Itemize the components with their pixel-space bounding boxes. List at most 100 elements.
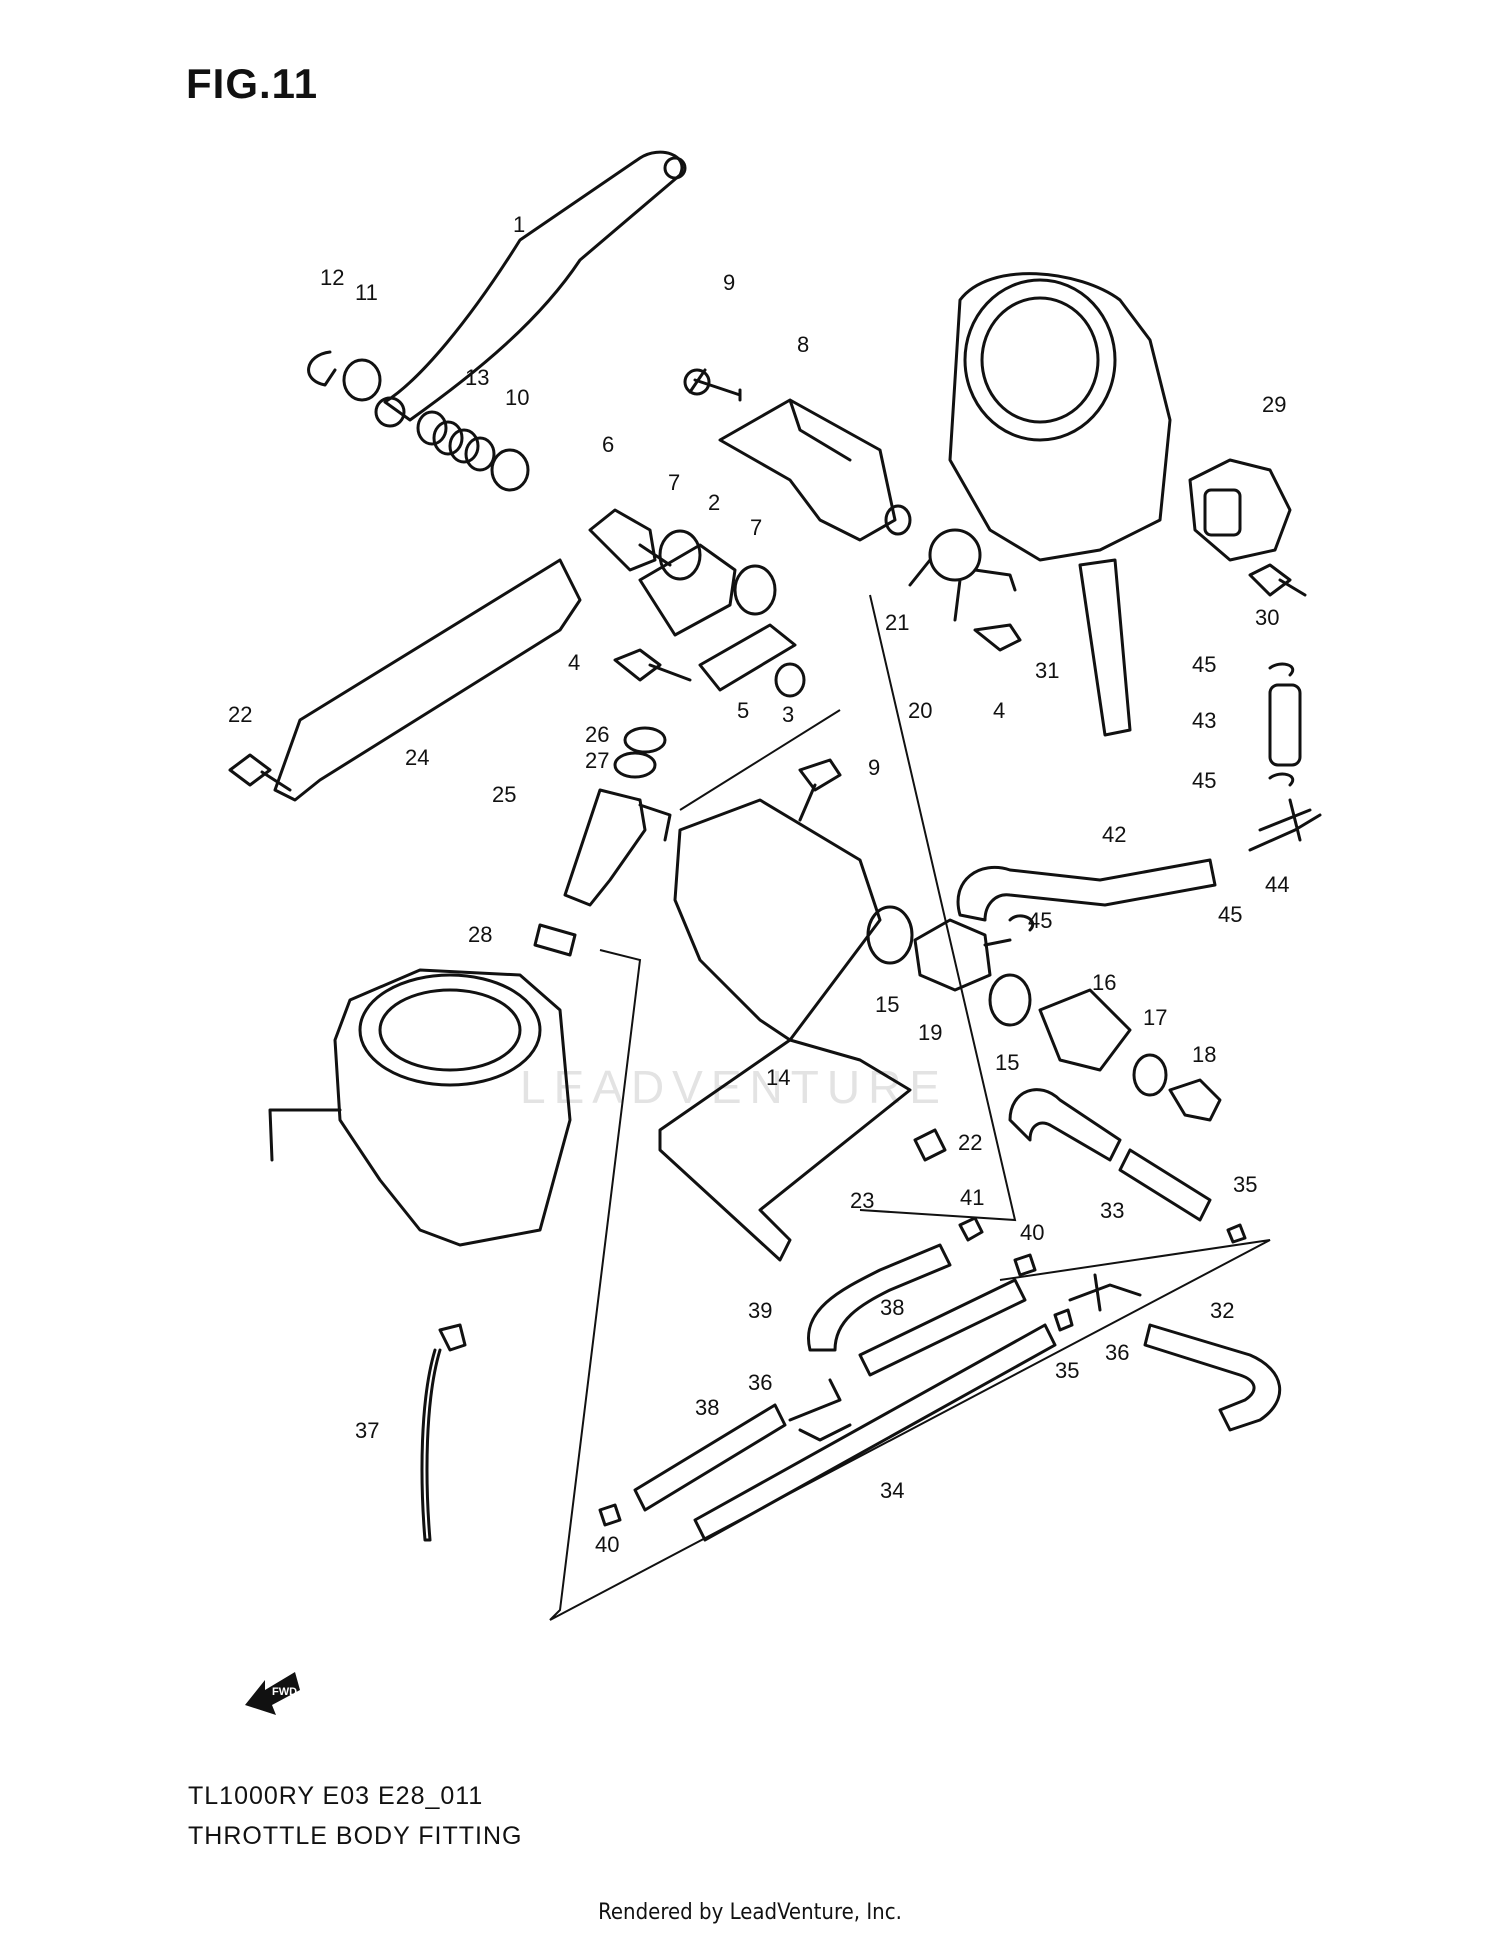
callout-1: 1: [513, 212, 525, 237]
part-bolt-22b: [913, 1128, 947, 1162]
part-bolt-18: [1168, 1078, 1222, 1122]
callout-12: 12: [320, 265, 344, 290]
part-bracket-8: [718, 398, 897, 542]
callout-8: 8: [797, 332, 809, 357]
callout-23: 23: [850, 1188, 874, 1213]
callout-15b: 15: [995, 1050, 1019, 1075]
part-hose-42: [956, 858, 1217, 922]
callout-26: 26: [585, 722, 609, 747]
callout-28: 28: [468, 922, 492, 947]
callout-41: 41: [960, 1185, 984, 1210]
callout-10: 10: [505, 385, 529, 410]
callout-42: 42: [1102, 822, 1126, 847]
part-seal-27: [613, 751, 657, 779]
callout-9a: 9: [723, 270, 735, 295]
part-bolt-4b: [973, 623, 1022, 652]
part-rod: [374, 150, 687, 428]
part-bolt-4a: [613, 648, 692, 682]
part-screw-30: [1248, 563, 1307, 597]
callout-3: 3: [782, 702, 794, 727]
part-plate-5: [698, 623, 797, 692]
callout-24: 24: [405, 745, 429, 770]
callout-6: 6: [602, 432, 614, 457]
part-throttle-body-upper: [948, 272, 1172, 562]
part-spring: [416, 410, 496, 472]
part-pressure-regulator: [908, 528, 1017, 622]
part-joint-41: [958, 1216, 984, 1242]
callout-25: 25: [492, 782, 516, 807]
callout-38a: 38: [880, 1295, 904, 1320]
part-cap-40a: [1013, 1253, 1037, 1277]
part-cap-35b: [1053, 1308, 1074, 1332]
part-delivery-pipe-14: [673, 798, 882, 1042]
part-washer-11: [342, 358, 382, 402]
callout-2: 2: [708, 490, 720, 515]
callout-4a: 4: [568, 650, 580, 675]
callout-39: 39: [748, 1298, 772, 1323]
part-bracket-23: [658, 1038, 912, 1262]
callout-13: 13: [465, 365, 489, 390]
callout-37: 37: [355, 1418, 379, 1443]
watermark: LEADVENTURE: [520, 1061, 948, 1113]
part-tie-37: [420, 1323, 467, 1542]
callout-45a: 45: [1192, 652, 1216, 677]
part-hose-34: [693, 1323, 1057, 1542]
frame-line-right: [859, 594, 1017, 1222]
callout-9b: 9: [868, 755, 880, 780]
callout-17: 17: [1143, 1005, 1167, 1030]
callout-22a: 22: [228, 702, 252, 727]
callout-34: 34: [880, 1478, 904, 1503]
part-bracket-24: [273, 558, 582, 802]
part-clip-45c: [1008, 914, 1034, 932]
part-hose-33: [1008, 1088, 1122, 1162]
part-hose-39: [807, 1243, 952, 1352]
part-throttle-body-lower: [268, 968, 572, 1247]
callout-14: 14: [766, 1065, 790, 1090]
callout-44: 44: [1265, 872, 1289, 897]
part-clip-45b: [1268, 772, 1294, 787]
part-oring-3: [774, 662, 806, 698]
callout-18: 18: [1192, 1042, 1216, 1067]
part-union-19: [913, 918, 1012, 992]
part-sensor-29: [1188, 458, 1292, 562]
render-credit: Rendered by LeadVenture, Inc.: [598, 1900, 902, 1925]
part-screw-9-mid: [798, 758, 842, 822]
part-washer-7a: [658, 529, 702, 581]
part-hose-38b: [633, 1403, 787, 1512]
callout-30: 30: [1255, 605, 1279, 630]
callout-27: 27: [585, 748, 609, 773]
callout-36b: 36: [1105, 1340, 1129, 1365]
callout-35b: 35: [1055, 1358, 1079, 1383]
frame-line-mid: [679, 709, 841, 811]
part-hose-32: [1143, 1323, 1282, 1432]
callout-40a: 40: [1020, 1220, 1044, 1245]
callout-35a: 35: [1233, 1172, 1257, 1197]
callout-29: 29: [1262, 392, 1286, 417]
part-screw-9-top: [688, 368, 742, 402]
model-code: TL1000RY E03 E28_011: [188, 1782, 484, 1810]
part-joint-36b: [1068, 1273, 1142, 1312]
part-joint-44: [1248, 798, 1322, 852]
callout-7a: 7: [668, 470, 680, 495]
part-washer-7b: [733, 564, 777, 616]
callout-11: 11: [355, 280, 378, 305]
svg-text:FWD: FWD: [272, 1686, 297, 1698]
fwd-arrow-icon: FWD: [245, 1672, 300, 1715]
part-oring-26: [623, 726, 667, 754]
part-hose-31: [1078, 558, 1132, 737]
part-injector-25: [563, 788, 672, 907]
part-cap-40b: [598, 1503, 622, 1527]
part-hose-33b: [1118, 1148, 1212, 1222]
callout-36a: 36: [748, 1370, 772, 1395]
frame-line-left: [549, 949, 1271, 1621]
callout-7b: 7: [750, 515, 762, 540]
part-washer-15b: [988, 973, 1032, 1027]
callout-43: 43: [1192, 708, 1216, 733]
part-washer-10: [490, 448, 530, 492]
callout-20: 20: [908, 698, 932, 723]
part-oring-21: [884, 504, 912, 536]
callout-16: 16: [1092, 970, 1116, 995]
callout-5: 5: [737, 698, 749, 723]
callout-45d: 45: [1218, 902, 1242, 927]
